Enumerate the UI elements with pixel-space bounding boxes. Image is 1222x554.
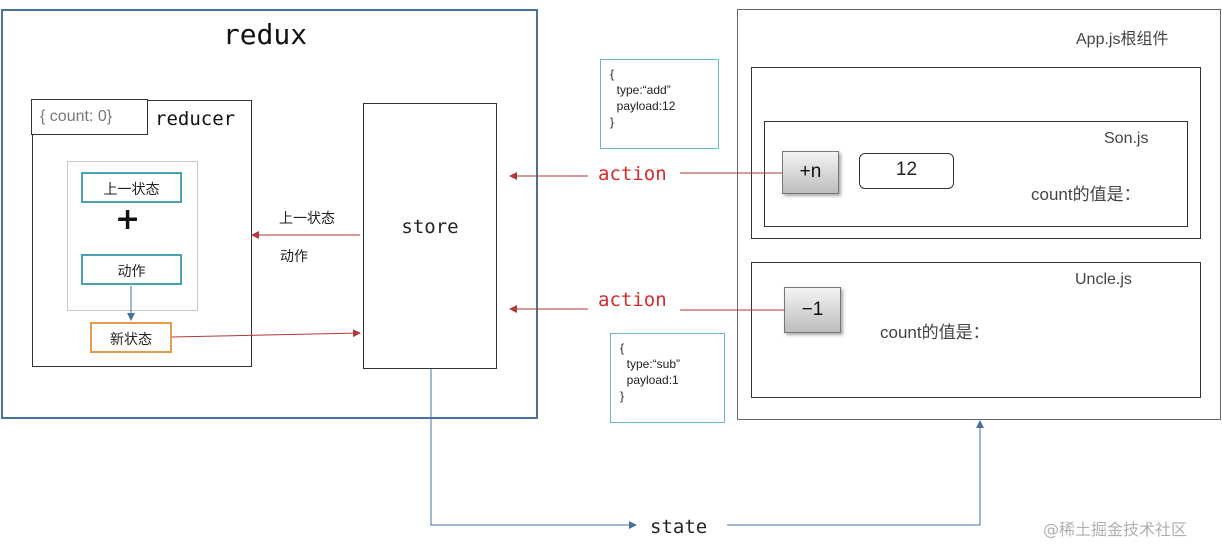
- action-node: 动作: [81, 254, 182, 285]
- action-label-top: action: [598, 163, 667, 185]
- store-label: store: [401, 216, 459, 238]
- son-title: Son.js: [1104, 130, 1149, 147]
- arrow-state-to-app: [727, 420, 984, 526]
- app-title: App.js根组件: [1076, 31, 1169, 48]
- app-container: [737, 9, 1221, 420]
- uncle-count-label: count的值是：: [880, 323, 990, 342]
- minus-one-button[interactable]: −1: [784, 287, 841, 333]
- state-label: state: [650, 516, 708, 538]
- payload-sub-box: { type:“sub” payload:1 }: [610, 333, 725, 423]
- app-inner-container: [751, 67, 1201, 239]
- reducer-label: reducer: [155, 108, 236, 130]
- arrow-label-prev-state: 上一状态: [279, 211, 335, 227]
- plus-sign: +: [115, 202, 141, 237]
- new-state-node: 新状态: [90, 322, 172, 353]
- watermark: @稀土掘金技术社区: [1043, 520, 1188, 539]
- arrow-store-to-state: [430, 369, 637, 529]
- son-component: [764, 121, 1188, 227]
- store-container: [363, 103, 497, 369]
- action-label-bottom: action: [598, 289, 667, 311]
- arrow-newstate-to-store: [171, 329, 361, 338]
- uncle-component: [751, 262, 1201, 398]
- number-input[interactable]: 12: [859, 153, 954, 189]
- redux-title: redux: [222, 18, 308, 51]
- uncle-title: Uncle.js: [1075, 271, 1132, 288]
- redux-container: [1, 9, 538, 419]
- prev-state-node: 上一状态: [81, 172, 182, 203]
- arrow-label-action: 动作: [280, 249, 308, 265]
- payload-add-box: { type:“add” payload:12 }: [600, 59, 719, 149]
- son-count-label: count的值是：: [1031, 185, 1141, 204]
- initial-state-box: { count: 0}: [31, 99, 148, 135]
- reducer-inner-group: [67, 161, 198, 311]
- plus-n-button[interactable]: +n: [782, 151, 839, 194]
